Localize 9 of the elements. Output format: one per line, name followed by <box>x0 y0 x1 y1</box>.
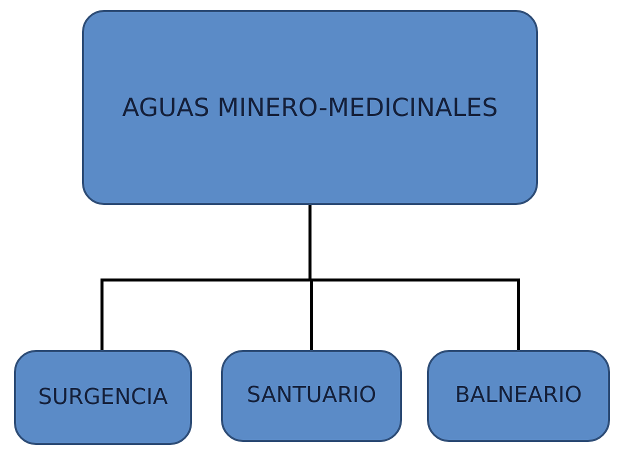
connector-line <box>308 205 520 350</box>
rounded-box <box>221 350 402 442</box>
box-label: SANTUARIO <box>246 382 376 410</box>
box-label: AGUAS MINERO-MEDICINALES <box>122 92 498 124</box>
box-label: SURGENCIA <box>38 384 168 412</box>
rounded-box <box>14 350 192 445</box>
box-label: BALNEARIO <box>455 382 582 410</box>
rounded-box <box>82 10 538 205</box>
rounded-box <box>427 350 610 442</box>
